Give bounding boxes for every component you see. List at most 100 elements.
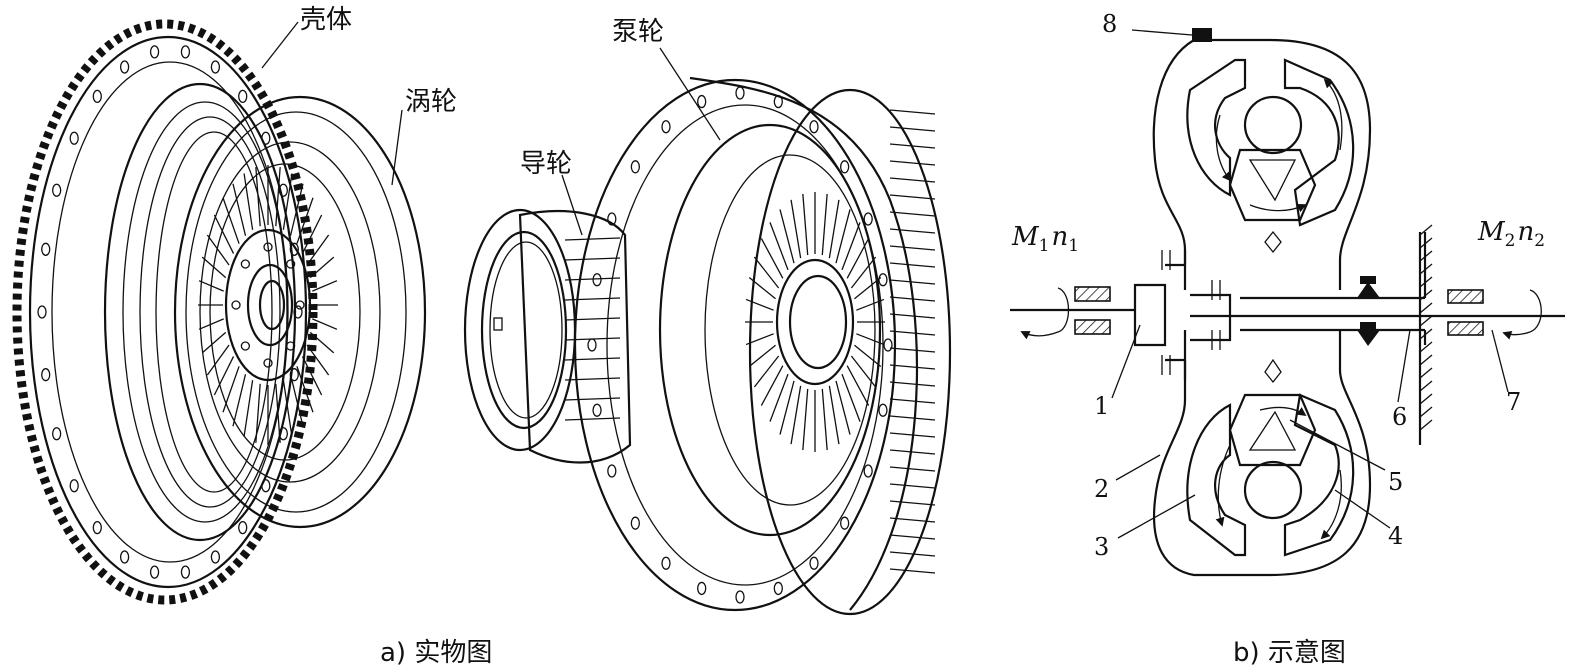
pump-bolt-hole xyxy=(661,556,671,570)
pump-fin xyxy=(889,245,936,251)
pump-fin xyxy=(889,534,936,540)
pump-blade xyxy=(748,277,776,300)
schematic-housing-outline xyxy=(1152,38,1372,577)
pump-bolt-hole xyxy=(697,581,707,596)
pump-fin xyxy=(889,364,936,370)
pump-blade xyxy=(779,209,795,264)
turbine-bolt xyxy=(263,242,273,252)
housing-bolt-hole xyxy=(52,427,62,441)
label-5: 5 xyxy=(1388,468,1403,496)
pump-fin xyxy=(889,296,936,302)
label-8: 8 xyxy=(1102,10,1117,38)
ground-hatch-line xyxy=(1419,289,1433,301)
pump-blade xyxy=(854,277,882,300)
turbine-blade xyxy=(275,167,281,227)
pump-bolt-hole xyxy=(607,464,617,478)
pump-fin xyxy=(889,483,936,489)
turbine-blade xyxy=(296,197,314,244)
ground-hatch-line xyxy=(1419,237,1433,249)
stator-shade-line xyxy=(564,417,621,421)
stator-leader-line xyxy=(561,174,583,236)
pump-bolt-hole xyxy=(863,212,873,226)
right-bearing-top xyxy=(1447,289,1484,304)
pump-fin xyxy=(889,517,936,523)
pump-blade xyxy=(760,238,784,279)
turbine-blade xyxy=(201,256,227,279)
panel-b-schematic: 8 1 2 3 4 5 6 7 M1n1 M2n2 b) 示意图 xyxy=(1010,10,1565,668)
pump-blade xyxy=(790,385,802,445)
pump-blade xyxy=(846,365,870,406)
housing-bolt-hole xyxy=(92,520,102,535)
housing-bolt-hole xyxy=(210,550,221,564)
label-6: 6 xyxy=(1392,403,1407,431)
turbine-blade xyxy=(296,366,314,413)
turbine-blade xyxy=(255,167,261,227)
turbine-blade xyxy=(198,280,224,292)
ground-hatch-line xyxy=(1419,380,1433,392)
pump-fin xyxy=(889,466,936,472)
pump-blade xyxy=(835,380,851,435)
turbine-blade xyxy=(213,214,235,254)
turbine-blade xyxy=(301,356,323,396)
housing-leader-line xyxy=(261,21,299,69)
turbine-drawing xyxy=(173,95,427,529)
turbine-blade xyxy=(213,356,235,396)
ground-hatch-line xyxy=(1419,250,1433,262)
left-bearing-bottom xyxy=(1074,319,1111,335)
turbine-bolt xyxy=(263,358,273,368)
panel-a-photo-drawing: 壳体 涡轮 导轮 泵轮 a) 实物图 xyxy=(12,5,952,668)
turbine-blade xyxy=(206,234,230,266)
stator-shade-line xyxy=(564,377,621,381)
ground-hatch-line xyxy=(1419,419,1433,431)
housing-bolt-hole xyxy=(149,45,160,59)
pump-blade xyxy=(802,388,809,451)
upper-torus xyxy=(1186,58,1355,254)
pump-fin xyxy=(889,568,936,574)
housing-drawing xyxy=(12,19,318,605)
pump-fin xyxy=(889,398,936,404)
pump-fin xyxy=(889,228,936,234)
pump-bolt-hole xyxy=(587,338,597,352)
input-rotation-arrow xyxy=(1020,287,1070,340)
stator-shade-line xyxy=(564,257,621,261)
pump-fin xyxy=(889,432,936,438)
label-4: 4 xyxy=(1388,522,1403,550)
pump-bolt-hole xyxy=(840,160,850,174)
pump-blade xyxy=(790,199,802,259)
label-3: 3 xyxy=(1094,533,1109,561)
pump-blade xyxy=(769,222,789,271)
turbine-bolt xyxy=(295,300,305,310)
pump-fin xyxy=(889,449,936,455)
ground-hatch-line xyxy=(1419,302,1433,314)
pump-bolt-hole xyxy=(840,516,850,530)
ground-hatch-line xyxy=(1419,328,1433,340)
pump-blade xyxy=(769,373,789,422)
pump-bolt-hole xyxy=(735,86,745,100)
housing-bolt-hole xyxy=(119,550,130,564)
pump-bolt-hole xyxy=(863,464,873,478)
turbine-blade xyxy=(255,383,261,443)
pump-blade xyxy=(828,199,840,259)
label-2: 2 xyxy=(1094,475,1109,503)
turbine-bolt xyxy=(240,259,251,269)
turbine-blade xyxy=(275,383,281,443)
turbine-blade xyxy=(289,183,304,236)
pump-fin xyxy=(889,313,936,319)
label-1: 1 xyxy=(1094,392,1109,420)
pump-fin xyxy=(889,109,936,115)
pump-blade xyxy=(856,333,885,346)
ground-hatch-line xyxy=(1419,263,1433,275)
pump-bolt-hole xyxy=(809,120,819,134)
housing-bolt-hole xyxy=(69,131,79,145)
pump-blade xyxy=(760,365,784,406)
pump-bolt-hole xyxy=(661,120,671,134)
pump-blade xyxy=(846,238,870,279)
pump-label: 泵轮 xyxy=(612,17,664,47)
input-torque-speed-label: M1n1 xyxy=(1011,222,1079,256)
ground-hatch-line xyxy=(1419,315,1433,327)
pump-fin xyxy=(889,279,936,285)
pump-drawing xyxy=(573,76,952,616)
turbine-blade xyxy=(222,366,240,413)
turbine-bolt xyxy=(285,259,296,269)
pump-bolt-hole xyxy=(592,273,602,287)
